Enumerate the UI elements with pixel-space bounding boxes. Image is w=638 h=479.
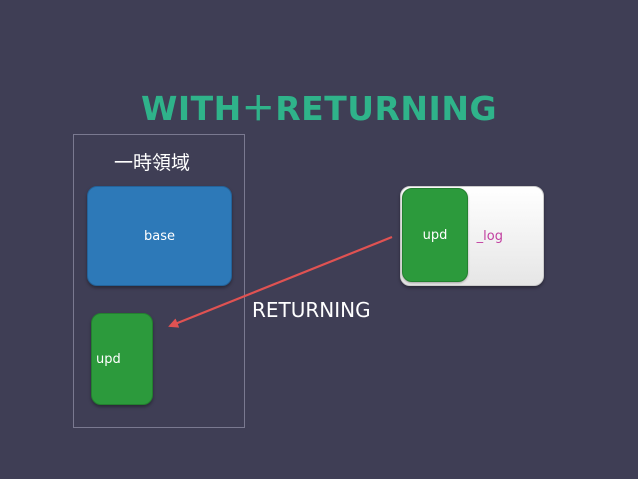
base-box-label: base bbox=[144, 228, 175, 244]
upd-log-box-label: upd bbox=[422, 227, 448, 243]
base-box: base bbox=[87, 186, 232, 286]
temp-area-frame bbox=[73, 134, 245, 428]
upd-temp-box: upd bbox=[91, 313, 153, 405]
returning-arrow-line bbox=[168, 235, 393, 328]
returning-label: RETURNING bbox=[252, 298, 371, 322]
temp-area-label: 一時領域 bbox=[114, 152, 191, 174]
upd-temp-box-label: upd bbox=[96, 351, 121, 367]
upd-log-box: upd bbox=[402, 188, 468, 282]
slide-title: WITH＋RETURNING bbox=[140, 89, 498, 128]
log-table-box-label: _log bbox=[476, 228, 503, 244]
